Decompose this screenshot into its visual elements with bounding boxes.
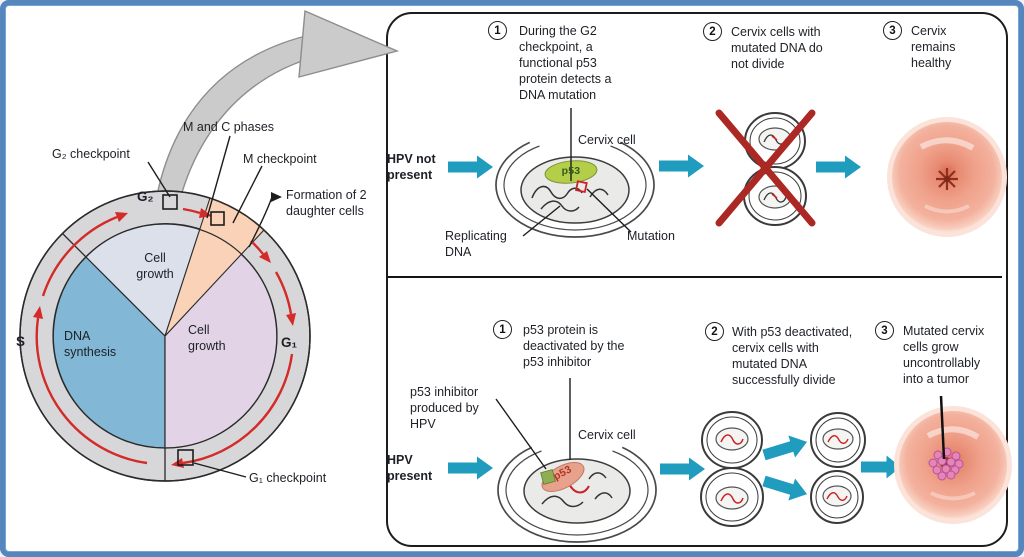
panel-divider-line <box>388 276 1002 279</box>
deactivated-p53-blob <box>541 461 585 493</box>
top-step-3-number: 3 <box>883 21 902 40</box>
g2-checkpoint-label: G₂ checkpoint <box>52 147 130 161</box>
m-checkpoint-square <box>210 211 225 226</box>
m-checkpoint-label: M checkpoint <box>243 152 317 166</box>
top-step-1-text: During the G2 checkpoint, a functional p… <box>519 24 612 102</box>
bottom-step-1-number: 1 <box>493 320 512 339</box>
hpv-absent-flow <box>448 108 1007 238</box>
g1-checkpoint-square <box>177 449 194 466</box>
tumor-cell-cluster <box>928 447 964 481</box>
cervix-cell-illustration-bottom <box>497 446 657 543</box>
bottom-step-3-text: Mutated cervix cells grow uncontrollably… <box>903 324 985 386</box>
g1-phase-label: G₁ <box>281 335 298 350</box>
left-connector-lines <box>147 135 282 478</box>
right-panel-border <box>386 12 1008 547</box>
p53-inhibitor-label: p53 inhibitor produced by HPV <box>410 385 479 431</box>
p53-label-top: p53 <box>561 165 581 177</box>
tumor-pointer-line <box>939 395 946 460</box>
m-and-c-phases-label: M and C phases <box>183 120 275 134</box>
p53-inhibitor-blob <box>540 469 556 485</box>
s-phase-label: S <box>16 334 26 349</box>
bottom-step-2-text: With p53 deactivated, cervix cells with … <box>732 325 853 387</box>
cervix-cell-label-top: Cervix cell <box>578 133 636 147</box>
cervix-cell-label-bottom: Cervix cell <box>578 428 636 442</box>
top-step-2-number: 2 <box>703 22 722 41</box>
cell-cycle-wheel <box>19 190 311 482</box>
red-x-mark <box>715 109 816 227</box>
healthy-cervix-illustration <box>887 117 1007 237</box>
non-dividing-cell-crossed <box>715 109 816 227</box>
bottom-step-3-number: 3 <box>875 321 894 340</box>
mutation-label: Mutation <box>627 229 675 243</box>
daughter-cells <box>810 412 866 524</box>
top-step-2-text: Cervix cells with mutated DNA do not div… <box>731 25 823 71</box>
formation-daughter-cells-label: Formation of 2 daughter cells <box>286 188 367 218</box>
cell-growth-right-label: Cell growth <box>188 323 226 353</box>
cervix-cell-illustration-top <box>495 141 655 238</box>
replicating-dna-squiggles <box>531 185 609 212</box>
dna-synthesis-label: DNA synthesis <box>64 329 117 359</box>
cell-growth-top-label: Cell growth <box>136 251 174 281</box>
cycle-direction-arrows <box>33 207 296 468</box>
replicating-dna-label: Replicating DNA <box>445 229 507 259</box>
bottom-step-1-text: p53 protein is deactivated by the p53 in… <box>523 323 625 369</box>
hpv-present-label: HPV present <box>387 453 433 483</box>
checkpoint-squares <box>162 194 225 466</box>
top-step-3-text: Cervix remains healthy <box>911 24 956 70</box>
top-step-1-number: 1 <box>488 21 507 40</box>
bottom-step-2-number: 2 <box>705 322 724 341</box>
g1-checkpoint-label: G₁ checkpoint <box>249 471 327 485</box>
hpv-not-present-label: HPV not present <box>387 152 436 182</box>
g2-phase-label: G₂ <box>137 189 154 204</box>
hpv-present-flow <box>448 378 1012 543</box>
g2-checkpoint-square <box>162 194 178 210</box>
tumor-cervix-illustration <box>894 395 1012 524</box>
dividing-cell <box>700 411 764 527</box>
mutation-mark <box>574 180 588 193</box>
